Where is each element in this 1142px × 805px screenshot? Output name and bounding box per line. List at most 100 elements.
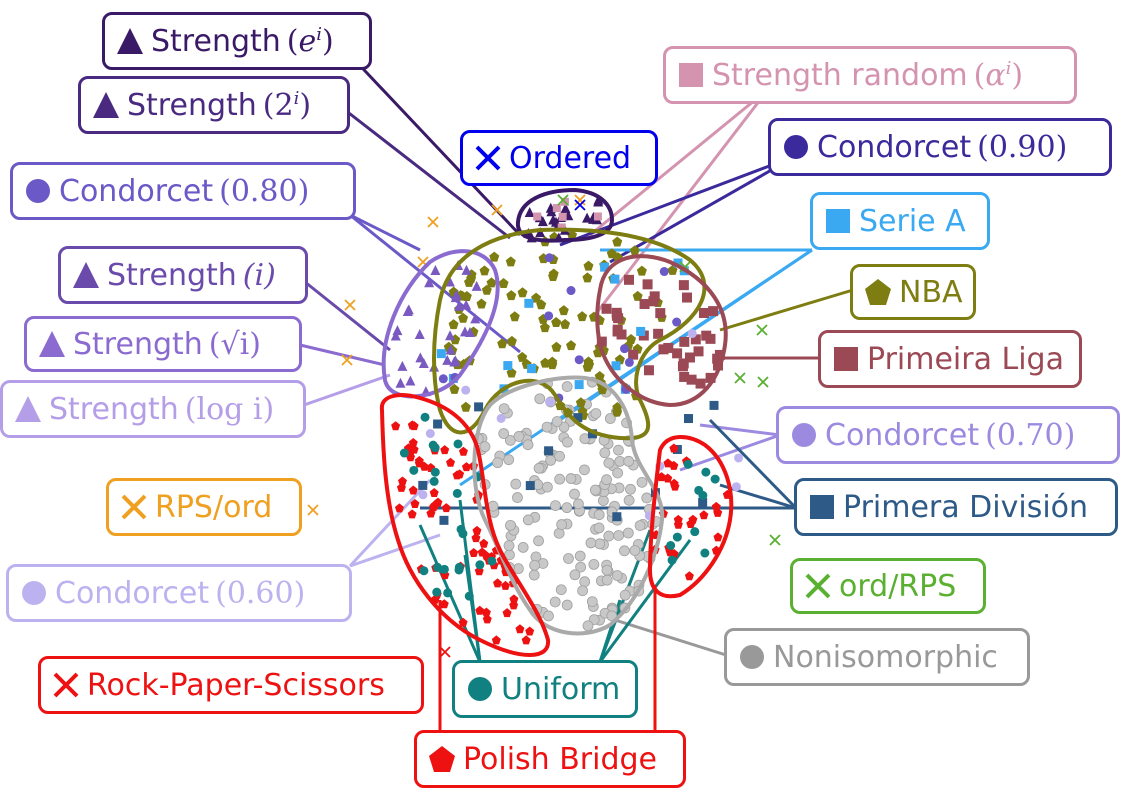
point-triangle — [524, 207, 535, 218]
point-circle — [690, 527, 700, 537]
point-triangle — [470, 313, 481, 324]
point-circle — [561, 381, 573, 392]
point-circle — [430, 443, 440, 453]
point-pentagon — [481, 284, 492, 295]
point-circle — [541, 421, 553, 433]
point-cross — [439, 646, 451, 658]
point-circle — [522, 514, 534, 526]
point-pentagon — [461, 462, 471, 472]
point-pentagon — [455, 469, 465, 479]
point-pentagon — [391, 421, 401, 431]
point-circle — [522, 439, 534, 451]
region-strength-poly — [381, 249, 500, 399]
point-circle — [603, 530, 615, 542]
point-circle — [475, 560, 485, 570]
point-circle — [634, 520, 646, 532]
point-pentagon — [506, 335, 517, 346]
point-pentagon — [407, 509, 417, 519]
point-triangle — [418, 358, 429, 369]
point-square — [678, 280, 689, 291]
square-icon — [831, 344, 861, 374]
point-circle — [503, 540, 515, 552]
point-circle — [545, 397, 555, 407]
point-circle — [418, 490, 428, 500]
circle-icon — [465, 674, 495, 704]
point-pentagon — [476, 298, 487, 309]
point-pentagon — [636, 265, 647, 276]
point-square — [686, 374, 697, 385]
point-circle — [453, 439, 463, 449]
point-square — [552, 204, 561, 213]
point-pentagon — [505, 256, 516, 267]
label-condorcet-090: Condorcet (0.90) — [768, 118, 1112, 176]
point-pentagon — [439, 599, 449, 609]
point-circle — [574, 550, 586, 562]
point-square — [684, 352, 695, 363]
point-pentagon — [575, 397, 586, 408]
point-square — [655, 308, 666, 319]
point-circle — [566, 286, 576, 296]
label-condorcet-070: Condorcet (0.70) — [776, 406, 1120, 464]
label-rock-paper-scissors: Rock-Paper-Scissors — [38, 656, 424, 714]
point-circle — [438, 374, 448, 384]
point-square — [601, 303, 612, 314]
point-circle — [574, 355, 584, 365]
point-circle — [533, 535, 544, 547]
point-circle — [549, 596, 561, 608]
pentagon-icon — [863, 277, 893, 307]
point-square — [677, 361, 688, 372]
point-circle — [620, 344, 630, 354]
point-pentagon — [441, 503, 451, 513]
point-circle — [425, 429, 435, 439]
point-pentagon — [632, 290, 643, 301]
point-cross — [574, 199, 586, 211]
point-circle — [432, 587, 442, 597]
point-pentagon — [472, 525, 482, 535]
point-pentagon — [500, 580, 510, 590]
point-triangle — [588, 213, 599, 224]
point-circle — [687, 329, 697, 339]
point-circle — [573, 498, 584, 510]
point-cross — [341, 354, 353, 366]
point-pentagon — [525, 626, 535, 636]
point-square — [663, 342, 674, 353]
point-circle — [561, 502, 573, 514]
point-pentagon — [547, 356, 558, 367]
point-circle — [550, 500, 561, 512]
point-square — [714, 349, 725, 360]
point-square — [439, 515, 449, 525]
point-circle — [498, 428, 510, 439]
point-pentagon — [711, 501, 721, 511]
point-circle — [577, 585, 589, 597]
point-circle — [461, 385, 471, 395]
point-cross — [307, 504, 319, 516]
point-pentagon — [408, 438, 418, 448]
point-square — [709, 400, 719, 410]
point-circle — [586, 596, 598, 608]
point-pentagon — [409, 444, 419, 454]
point-pentagon — [410, 498, 420, 508]
point-pentagon — [408, 485, 418, 495]
point-triangle — [454, 300, 465, 311]
point-circle — [575, 561, 587, 573]
point-circle — [599, 447, 611, 459]
point-circle — [439, 564, 449, 574]
point-triangle — [445, 330, 456, 341]
point-pentagon — [458, 446, 468, 456]
point-circle — [590, 408, 602, 419]
point-square — [558, 212, 567, 221]
triangle-icon — [91, 90, 121, 120]
point-circle — [589, 484, 601, 496]
point-circle — [672, 532, 682, 542]
point-square — [503, 361, 513, 371]
point-circle — [731, 482, 741, 492]
leader-line-6 — [349, 213, 421, 252]
point-circle — [517, 541, 529, 553]
point-pentagon — [688, 514, 698, 524]
point-circle — [659, 267, 669, 277]
point-square — [596, 336, 607, 347]
point-square — [616, 329, 627, 340]
point-pentagon — [440, 445, 450, 455]
point-circle — [636, 476, 648, 488]
point-circle — [666, 540, 676, 550]
